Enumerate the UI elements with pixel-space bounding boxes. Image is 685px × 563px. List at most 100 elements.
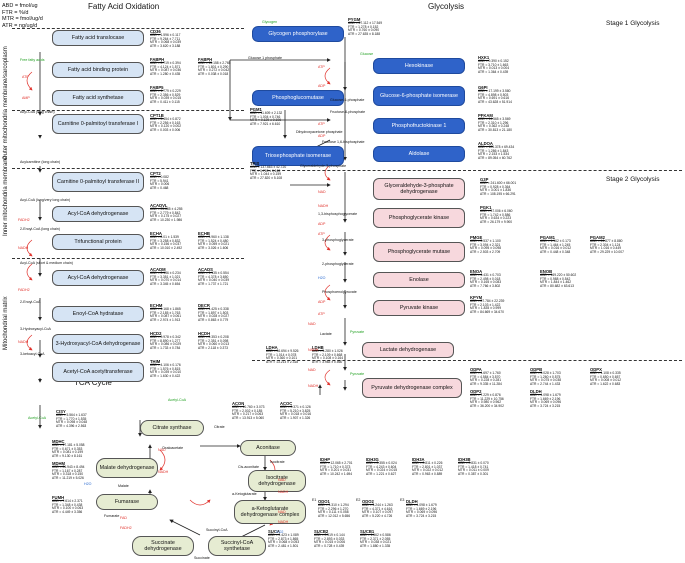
gene-value: ABD = 8.01 ± 1.539 — [150, 234, 179, 239]
gene-value: ABD = 5.454 ± 0.872 — [150, 116, 181, 121]
gene-value: FTR = 1.014 ± 0.078 — [266, 352, 297, 357]
gene-value: MTR = 1.844 ± 1.462 — [540, 280, 572, 285]
gene-value: ABD = 3.960 ± 1.138 — [198, 234, 229, 239]
gene-value: FTR = 1.576 ± 0.815 — [150, 366, 181, 371]
divider-gly-2 — [252, 360, 682, 361]
gene-value: MTR = 0.006 — [150, 182, 170, 187]
gene-value: ABD = 2.537 ± 1.100 — [470, 238, 501, 243]
gene-value: FTR = 2.256 ± 0.163 — [150, 120, 181, 125]
gene-value: ABD = 2.423 ± 1.089 — [268, 532, 299, 537]
gene-value: ATR = 3.026 ± 1.606 — [198, 246, 229, 251]
gene-value: ABD = 1.135 ± 0.554 — [198, 270, 229, 275]
gene-value: FTR = 2.498 ± 0.018 — [470, 276, 501, 281]
gene-name: FABPH — [198, 57, 213, 62]
gene-value: ABD = 1.662 ± 0.586 — [360, 532, 391, 537]
gene-value: ATR = 3.724 ± 3.215 — [406, 514, 437, 519]
gene-value: ATR = 10.242 ± 1.694 — [320, 472, 353, 477]
enzyme-trifunctional: Trifunctional protein — [52, 234, 144, 250]
gene-value: ATR = 2.974 ± 1.913 — [150, 318, 181, 323]
gene-name: ALDOA — [478, 141, 493, 146]
gene-value: ABD = 0.082 — [150, 174, 169, 179]
gene-value: ATR = 3.983 ± 0.560 — [312, 360, 343, 365]
met-fumarate: Fumarate — [104, 514, 120, 518]
gene-name: HCD2 — [150, 331, 162, 336]
gene-name: ECHB — [198, 231, 210, 236]
gene-value: MTR = 0.228 ± 0.281 — [470, 378, 502, 383]
gene-value: ABD = 4.098 ± 1.679 — [406, 502, 437, 507]
gene-value: MTR = 0.156 ± 0.037 — [150, 242, 182, 247]
gene-value: FTR = 4.124 ± 1.571 — [150, 64, 181, 69]
gene-value: ATR = 80.682 ± 63.613 — [540, 284, 574, 289]
gene-value: FTR = 2.801 ± 1.037 — [412, 464, 443, 469]
met-fadh2-1: FADH2 — [18, 218, 30, 222]
gene-value: FTR = 2.304 ± 1.124 — [590, 242, 621, 247]
gene-value: FTR = 5.941 — [150, 178, 169, 183]
gene-value: FTR = 1.167 ± 0.287 — [52, 468, 83, 473]
gene-value: ABD = 4.697 ± 1.760 — [470, 370, 501, 375]
gene-value: FTR = 2.002 ± 0.185 — [232, 408, 263, 413]
gene-value: FTR = 0.928 ± 0.364 — [480, 184, 511, 189]
gene-value: MTR = 0.070 ± 0.014 — [150, 278, 182, 283]
gene-name: IDHP — [320, 457, 331, 462]
gene-value: ABD = 3.244 ± 1.263 — [362, 502, 393, 507]
enzyme-fumarase: Fumarase — [96, 494, 158, 510]
gene-value: ATR = 10.010 ± 2.492 — [150, 246, 183, 251]
gene-value: MTR = 0.201 ± 0.031 — [320, 468, 352, 473]
gene-value: ABD = 137.663 ± 42.720 — [250, 164, 287, 169]
gene-value: ABD = 10.760 ± 3.073 — [232, 404, 265, 409]
gene-name: G6PI — [478, 85, 488, 90]
gene-name: KPYM — [470, 295, 483, 300]
met-h2o-tca: H2O — [84, 482, 92, 486]
met-nad-ldh: NAD — [308, 322, 316, 326]
gene-value: ATR = 0.387 ± 0.301 — [458, 472, 489, 477]
enzyme-glycogen-phosphorylase: Glycogen phosphorylase — [252, 26, 344, 42]
gene-value: ATR = 0.038 ± 0.018 — [198, 72, 229, 77]
met-acetyl-coa-fao: Acetyl-CoA — [28, 416, 46, 420]
gene-value: ABD = 0.519 ± 0.144 — [314, 532, 345, 537]
enzyme-cpt1: Carnitine 0-palmitoyl transferase I — [52, 114, 144, 134]
gene-value: MTR = 0.068 ± 0.053 — [268, 540, 300, 545]
gene-name: HCDH — [198, 331, 211, 336]
gene-value: ABD = 7.229 ± 0.876 — [470, 392, 501, 397]
met-pg3: 3-phosphoglycerate — [322, 238, 354, 242]
gene-value: MTR = 0.980 ± 0.962 — [470, 400, 502, 405]
gene-value: ABD = 2.719 ± 0.394 — [150, 60, 181, 65]
gene-name: IDH3A — [412, 457, 425, 462]
gene-value: ATR = 5.220 ± 4.726 — [362, 514, 393, 519]
gene-value: ABD = 241.600 ± 66.001 — [480, 180, 517, 185]
met-acetyl-coa-tca: Acetyl-CoA — [168, 398, 186, 402]
gene-value: FTR = 9.264 ± 7.711 — [150, 36, 181, 41]
gene-value: FTR = 1.260 ± 0.575 — [530, 374, 561, 379]
gene-value: ATR = 0.728 ± 0.439 — [314, 544, 345, 549]
gene-value: FTR = 4.371 ± 4.616 — [362, 506, 393, 511]
gene-value: ATR = 1.622 ± 0.683 — [590, 382, 621, 387]
gene-name: CPT2 — [150, 171, 161, 176]
gene-value: MTR = 0.108 ± 0.164 — [312, 356, 344, 361]
met-ketoacyl-coa: 3-ketoacyl-CoA — [20, 352, 45, 356]
gene-value: MTR = 0.087 ± 0.061 — [150, 314, 182, 319]
met-nadh-idh: NADH — [278, 490, 289, 494]
gene-name: PGAM1 — [540, 235, 555, 240]
gene-value: ATR = 2.503 ± 2.709 — [470, 250, 501, 255]
section-tca-title: TCA Cycle — [74, 378, 112, 387]
gene-value: MTR = 0.634 ± 0.223 — [480, 216, 512, 221]
gene-value: ABD = 6.431 ± 0.703 — [470, 272, 501, 277]
met-g1p: Glucose 1 phosphate — [248, 56, 282, 60]
gene-value: ATR = 43.628 ± 51.914 — [478, 100, 512, 105]
gene-value: ATR = 26.179 ± 9.900 — [480, 220, 513, 225]
gene-value: ATR = 1.733 ± 0.784 — [150, 346, 181, 351]
